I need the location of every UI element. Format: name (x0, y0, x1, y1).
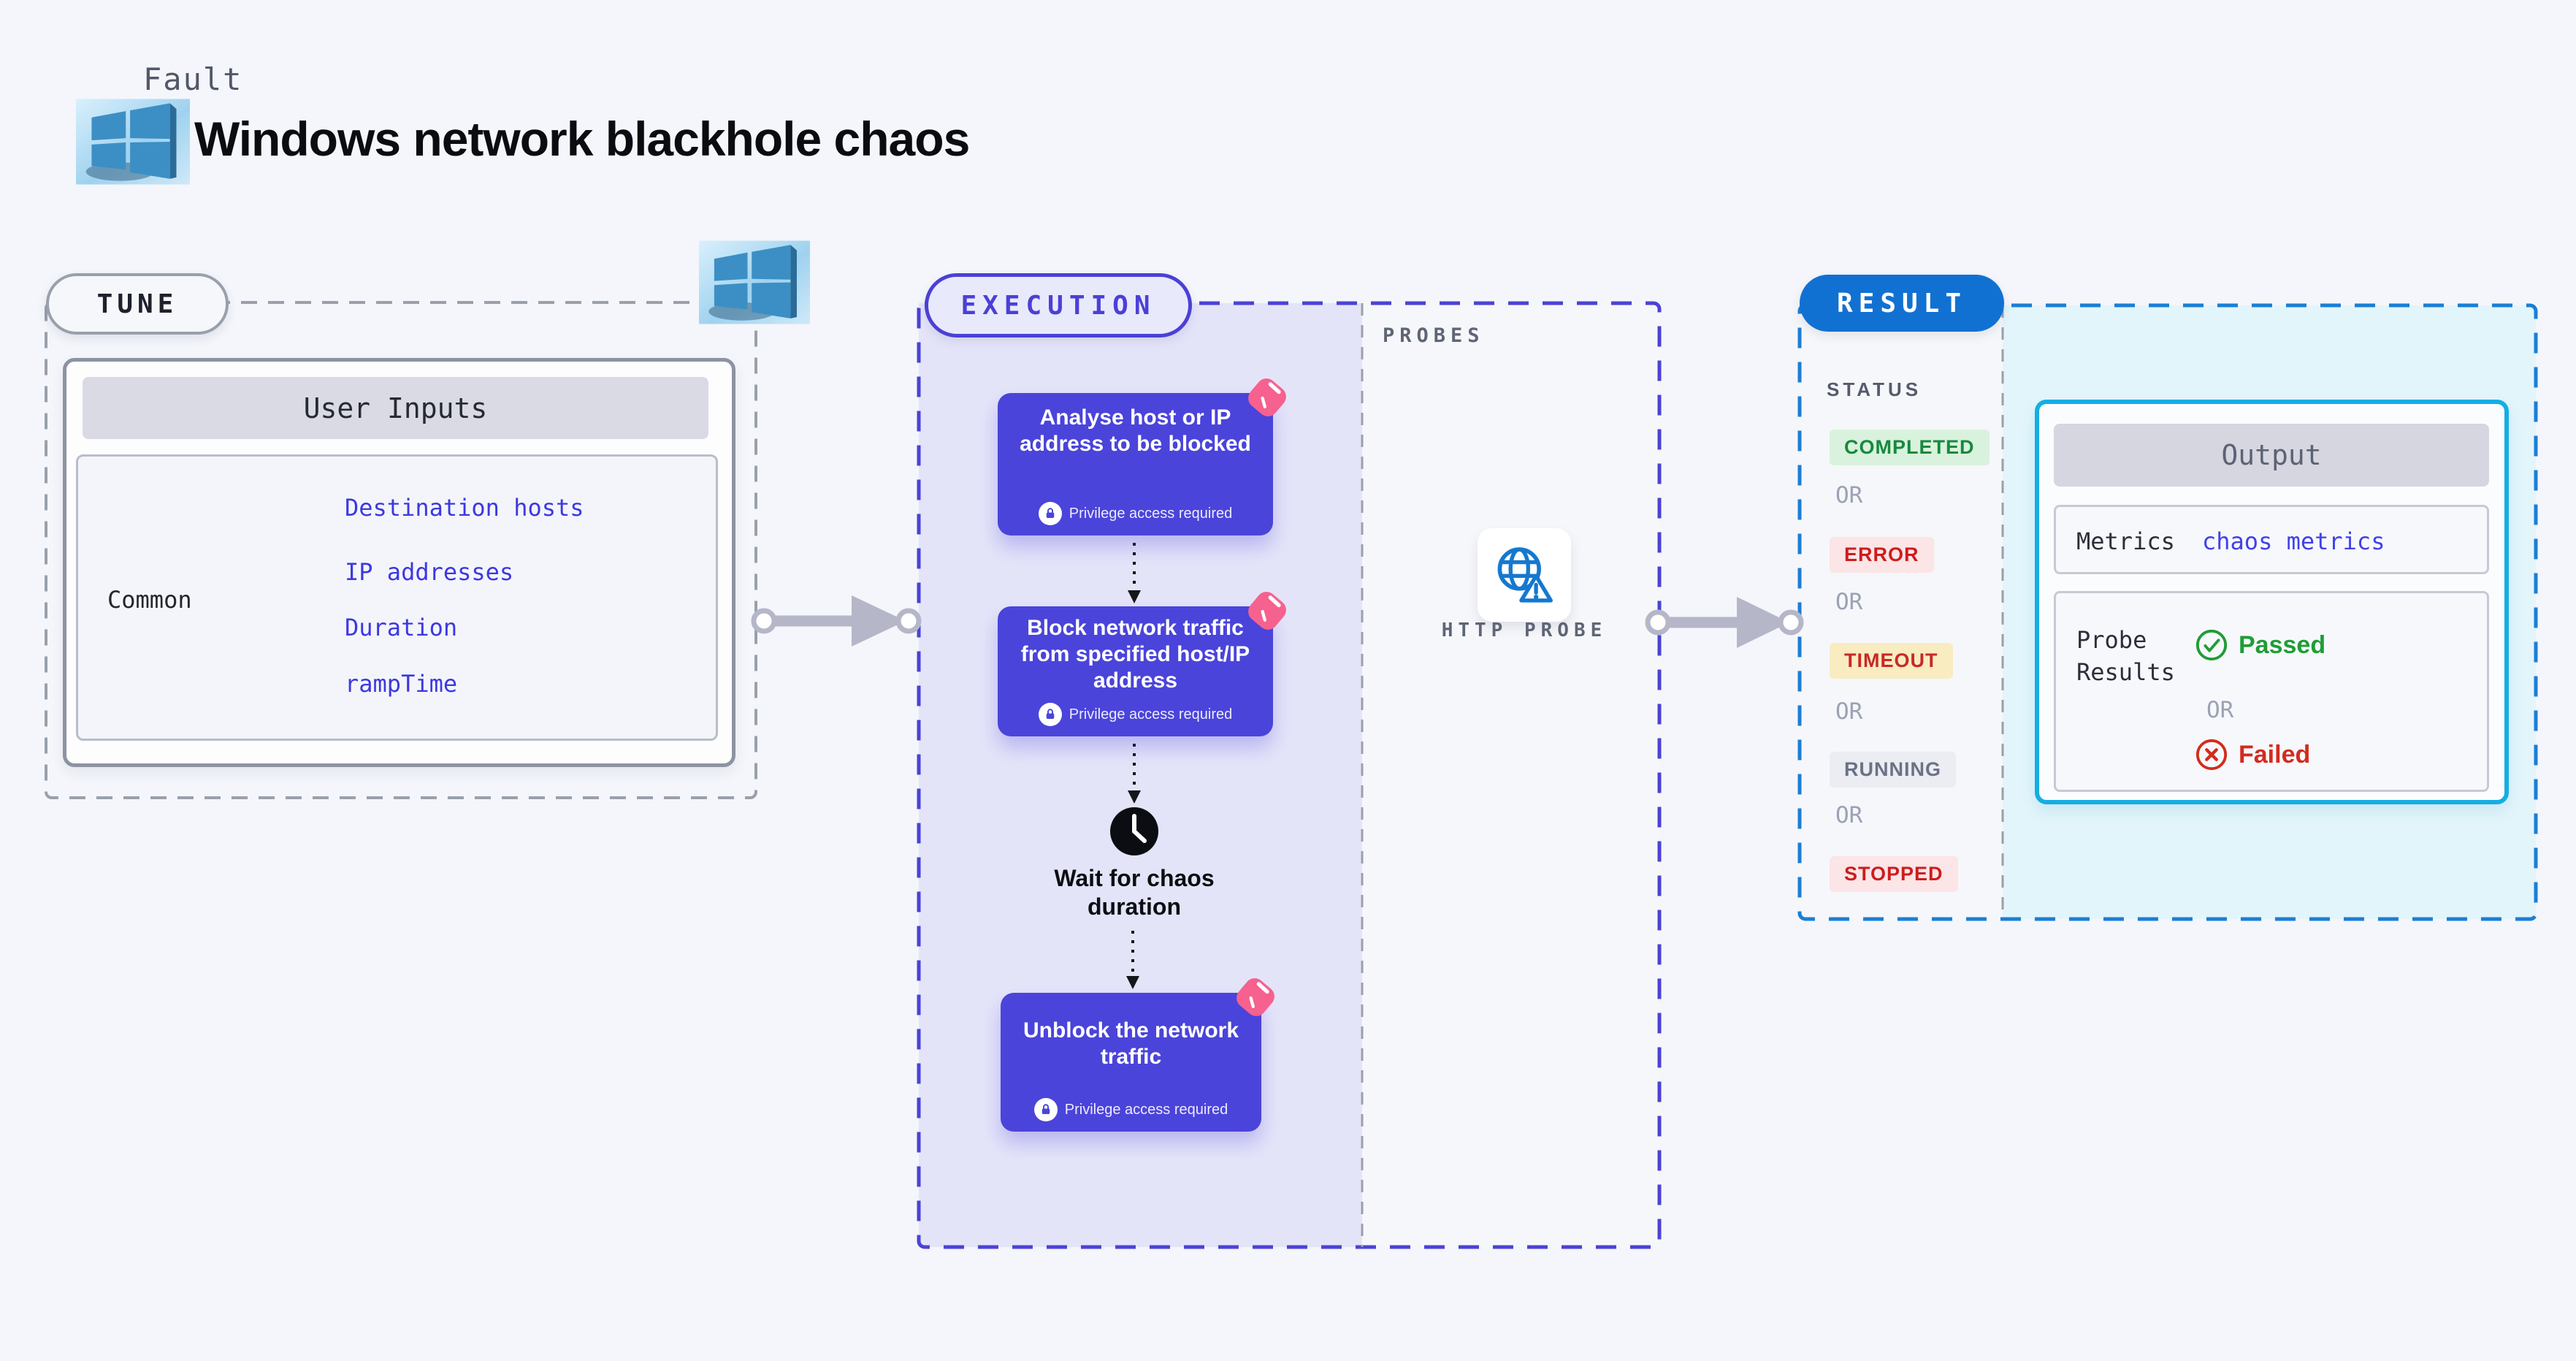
status-heading: STATUS (1827, 378, 1922, 400)
metrics-value-link[interactable]: chaos metrics (2202, 527, 2385, 555)
privilege-badge-text: Privilege access required (1069, 706, 1233, 723)
execution-to-result-arrow (1645, 597, 1804, 648)
step-node-title: Block network traffic from specified hos… (1020, 616, 1250, 693)
probes-section-label: PROBES (1383, 324, 1485, 347)
probes-area-background (1362, 303, 1659, 1247)
status-badge-error: ERROR (1830, 537, 1934, 573)
x-circle-icon (2195, 739, 2228, 771)
probe-results-row: Probe Results Passed OR Failed (2054, 591, 2489, 792)
or-separator: OR (1835, 802, 1863, 828)
input-link-destination-hosts[interactable]: Destination hosts (345, 494, 584, 522)
passed-label: Passed (2239, 630, 2326, 659)
page-title: Windows network blackhole chaos (194, 112, 970, 166)
status-badge-stopped: STOPPED (1830, 856, 1958, 892)
status-badge-running: RUNNING (1830, 752, 1956, 788)
check-circle-icon (2195, 629, 2228, 661)
probe-failed-verdict: Failed (2195, 738, 2310, 771)
http-probe-label: HTTP PROBE (1441, 619, 1608, 641)
metrics-label: Metrics (2076, 527, 2175, 555)
or-separator: OR (2206, 697, 2234, 723)
user-inputs-row-label: Common (107, 586, 192, 614)
or-separator: OR (1835, 589, 1863, 615)
tune-to-execution-arrow (751, 595, 922, 647)
input-link-ip-addresses[interactable]: IP addresses (345, 558, 514, 586)
output-card-header: Output (2054, 424, 2489, 487)
execution-section-label: EXECUTION (925, 273, 1192, 338)
lock-icon (1038, 502, 1062, 525)
user-inputs-table-body (76, 454, 718, 741)
or-separator: OR (1835, 482, 1863, 508)
step-node-title: Unblock the network traffic (1023, 1018, 1239, 1069)
output-card: Output Metrics chaos metrics Probe Resul… (2035, 400, 2509, 804)
status-badge-timeout: TIMEOUT (1830, 643, 1953, 679)
http-probe-card (1478, 528, 1571, 622)
input-link-duration[interactable]: Duration (345, 614, 458, 641)
privilege-badge: Privilege access required (1015, 703, 1255, 726)
chaos-flag-icon (1248, 378, 1286, 416)
tune-section-label: TUNE (46, 273, 229, 335)
probe-results-label: Probe Results (2076, 626, 2175, 686)
privilege-badge-text: Privilege access required (1069, 505, 1233, 522)
windows-logo-icon (76, 99, 190, 185)
status-badge-completed: COMPLETED (1830, 430, 1990, 465)
lock-icon (1038, 703, 1062, 726)
lock-icon (1033, 1098, 1058, 1121)
user-inputs-header: User Inputs (83, 377, 708, 439)
probe-passed-verdict: Passed (2195, 628, 2325, 662)
step-node-unblock-traffic: Unblock the network traffic Privilege ac… (1001, 978, 1274, 1132)
metrics-row: Metrics chaos metrics (2054, 505, 2489, 574)
wait-step-label: Wait for chaos duration (1054, 865, 1215, 920)
fault-kicker-label: Fault (143, 61, 243, 97)
step-node-title: Analyse host or IP address to be blocked (1020, 405, 1251, 456)
privilege-badge-text: Privilege access required (1064, 1101, 1228, 1118)
input-link-ramptime[interactable]: rampTime (345, 670, 458, 698)
windows-logo-icon (699, 240, 810, 324)
globe-warning-icon (1497, 547, 1553, 603)
privilege-badge: Privilege access required (1015, 502, 1255, 525)
or-separator: OR (1835, 698, 1863, 725)
chaos-flag-icon (1237, 978, 1274, 1016)
step-node-block-traffic: Block network traffic from specified hos… (998, 592, 1286, 736)
failed-label: Failed (2239, 740, 2311, 769)
chaos-flag-icon (1248, 592, 1286, 630)
result-section-label: RESULT (1800, 275, 2004, 332)
step-node-analyse-host: Analyse host or IP address to be blocked… (998, 378, 1286, 535)
privilege-badge: Privilege access required (1018, 1098, 1244, 1121)
